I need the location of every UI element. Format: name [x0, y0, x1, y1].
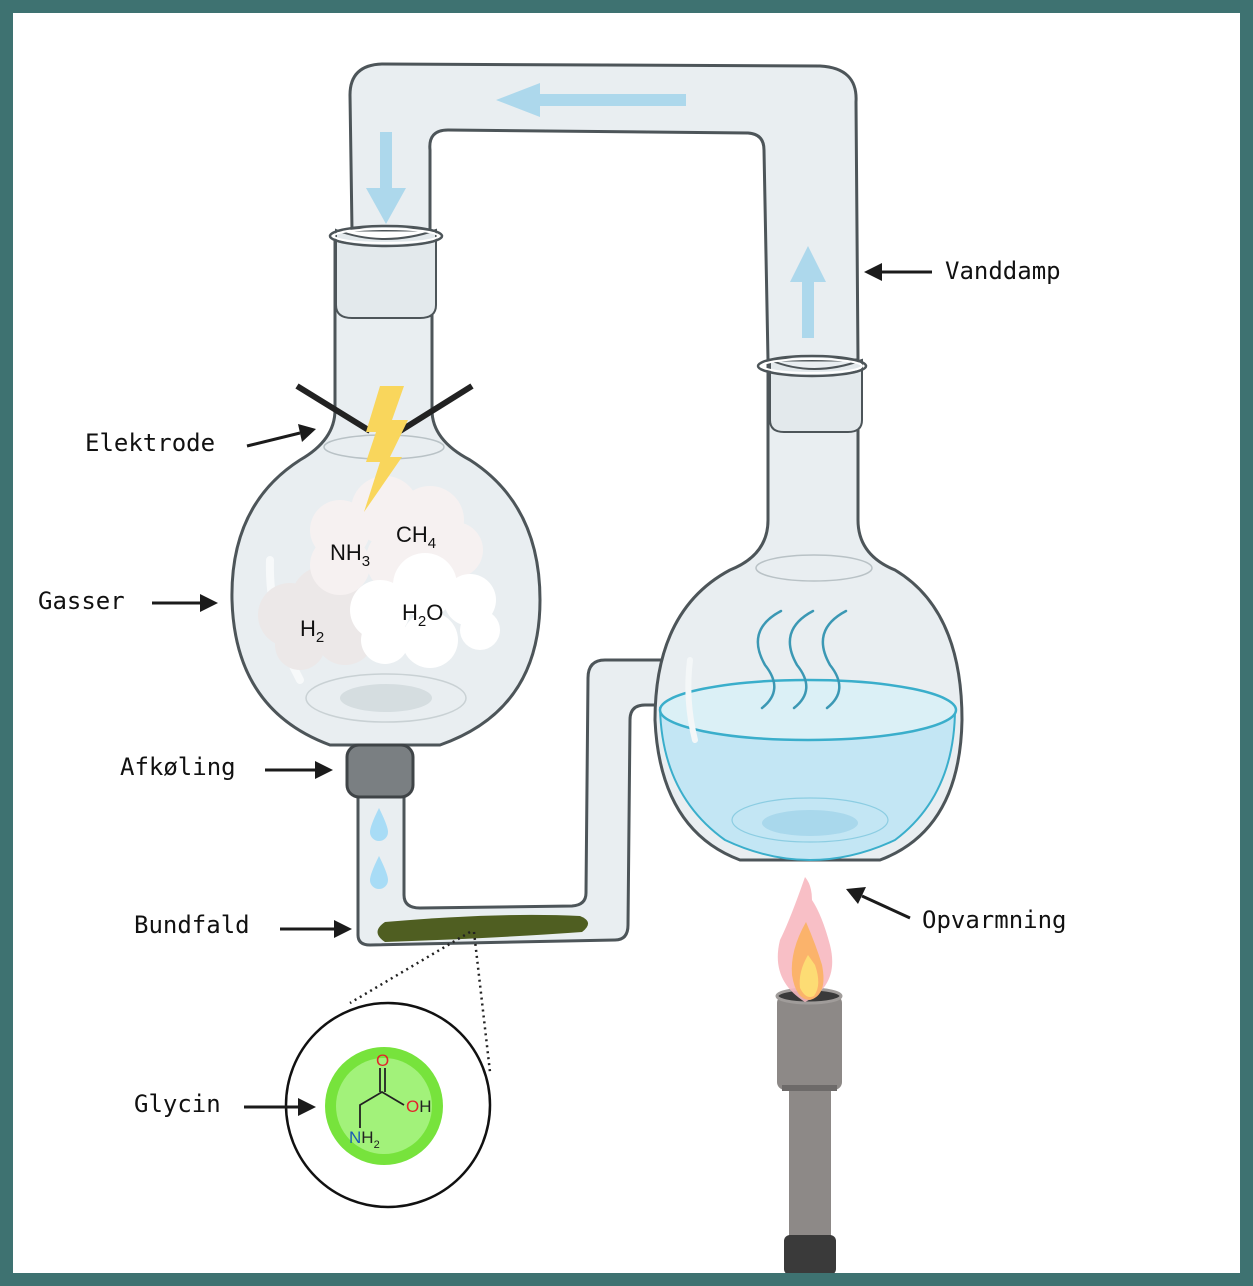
- arrow-right-icon: [246, 424, 316, 448]
- flame-icon: [777, 877, 833, 1002]
- label-vanddamp: Vanddamp: [945, 257, 1061, 285]
- label-opvarmning: Opvarmning: [922, 906, 1067, 934]
- label-gasser: Gasser: [38, 587, 125, 615]
- label-elektrode: Elektrode: [85, 429, 215, 457]
- arrow-right-icon: [265, 761, 333, 779]
- droplet-icon: [370, 808, 388, 841]
- flow-arrow-down-icon: [366, 132, 406, 224]
- glycin-amine: NH2: [349, 1128, 380, 1151]
- gas-h2: H2: [300, 616, 324, 646]
- bunsen-burner: [775, 987, 843, 1273]
- glycin-hydroxyl: OH: [406, 1097, 432, 1116]
- steam-icon: [756, 609, 848, 710]
- arrow-right-icon: [152, 594, 218, 612]
- boiling-flask: [653, 354, 964, 862]
- label-bundfald: Bundfald: [134, 911, 250, 939]
- precipitate: [377, 914, 589, 942]
- gas-ch4: CH4: [396, 522, 436, 552]
- lightning-icon: [364, 386, 408, 512]
- cooling-jacket: [345, 743, 415, 799]
- flow-arrow-up-icon: [790, 246, 826, 338]
- miller-urey-apparatus: NH3 CH4 H2 H2O: [38, 62, 1067, 1273]
- gas-nh3: NH3: [330, 540, 370, 570]
- droplet-icon: [370, 856, 388, 889]
- arrow-left-icon: [864, 263, 932, 281]
- gas-h2o: H2O: [402, 600, 443, 630]
- flow-arrow-left-icon: [496, 83, 686, 117]
- electrode-icon: [295, 383, 474, 434]
- glycin-oxygen: O: [376, 1051, 389, 1070]
- gas-clouds: [258, 476, 500, 670]
- arrow-right-icon: [244, 1098, 316, 1116]
- label-glycin: Glycin: [134, 1090, 221, 1118]
- arrow-up-left-icon: [846, 887, 911, 920]
- diagram-canvas: NH3 CH4 H2 H2O: [13, 13, 1240, 1273]
- label-afkoling: Afkøling: [120, 753, 236, 781]
- glycin-magnifier: [284, 1001, 492, 1209]
- arrow-right-icon: [280, 920, 352, 938]
